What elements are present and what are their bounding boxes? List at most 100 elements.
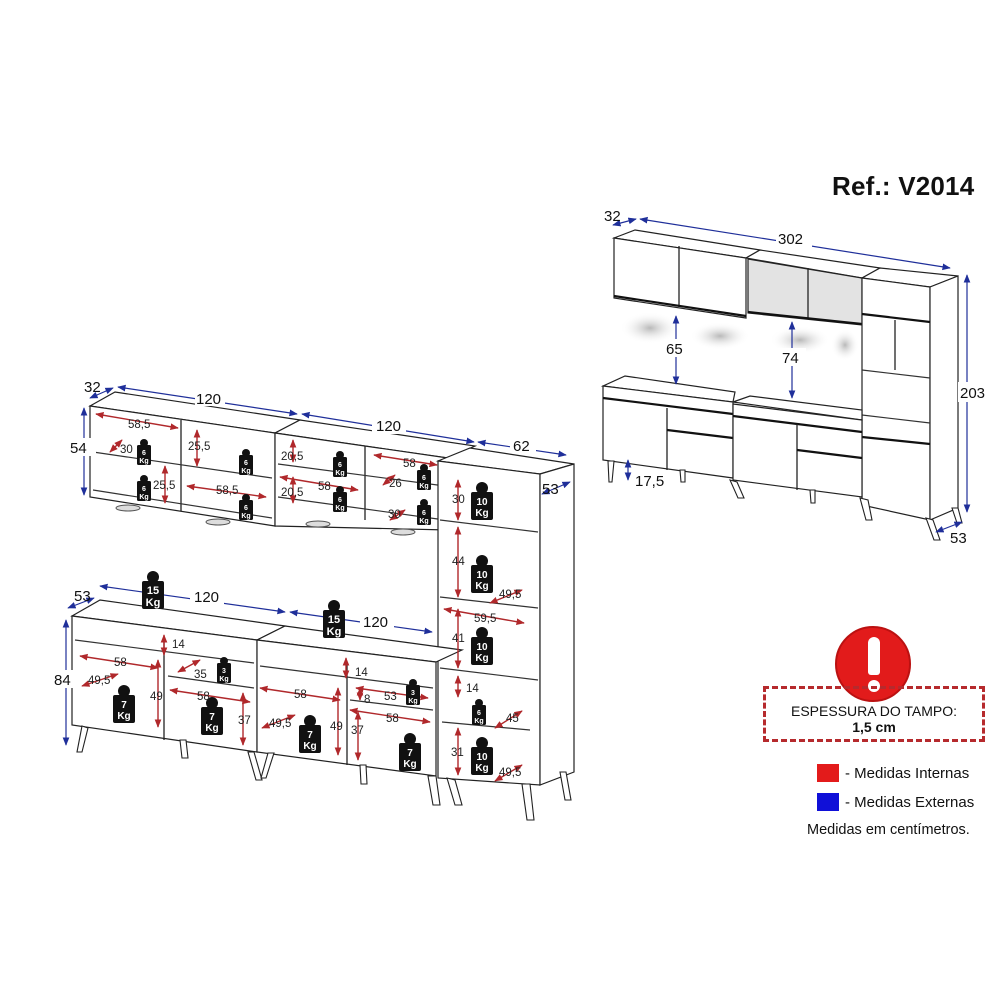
weight-6kg-icon: 6Kg: [333, 486, 347, 512]
svg-text:6: 6: [422, 510, 426, 517]
dim-internal: 25,5: [153, 480, 175, 492]
dim-internal: 49: [150, 691, 163, 703]
weight-7kg-icon: 7Kg: [113, 685, 135, 723]
dim-internal: 14: [466, 683, 479, 695]
dim-overview-width: 302: [778, 231, 803, 248]
dim-internal: 44: [452, 556, 465, 568]
svg-text:10: 10: [476, 497, 488, 508]
svg-text:6: 6: [477, 710, 481, 717]
svg-text:6: 6: [244, 505, 248, 512]
dim-upper-right-width: 120: [376, 418, 401, 435]
svg-text:7: 7: [121, 700, 127, 711]
svg-text:Kg: Kg: [475, 508, 488, 519]
dim-upper-height: 54: [70, 440, 87, 457]
dim-internal: 41: [452, 633, 465, 645]
legend-swatch-red: [817, 764, 839, 782]
weight-6kg-icon: 6Kg: [472, 699, 486, 725]
dim-tower-width: 62: [513, 438, 530, 455]
countertop-thickness-notice: ESPESSURA DO TAMPO: 1,5 cm: [763, 686, 985, 742]
overview-drawing: [600, 216, 994, 541]
weight-7kg-icon: 7Kg: [201, 697, 223, 735]
dim-internal: 53: [384, 691, 397, 703]
weight-6kg-icon: 6Kg: [417, 499, 431, 525]
svg-text:Kg: Kg: [139, 458, 148, 465]
svg-text:Kg: Kg: [335, 470, 344, 477]
svg-text:6: 6: [338, 497, 342, 504]
dim-base-left-width: 120: [194, 589, 219, 606]
dim-internal: 45: [506, 713, 519, 725]
svg-text:10: 10: [476, 642, 488, 653]
notice-value: 1,5 cm: [852, 719, 896, 735]
dim-internal: 26: [389, 478, 402, 490]
dim-internal: 58: [386, 713, 399, 725]
units-note: Medidas em centímetros.: [807, 822, 970, 838]
dim-internal: 14: [172, 639, 185, 651]
dim-internal: 20,5: [281, 487, 303, 499]
svg-text:6: 6: [422, 475, 426, 482]
dim-base-depth: 53: [74, 588, 91, 605]
svg-text:6: 6: [338, 462, 342, 469]
svg-text:Kg: Kg: [475, 581, 488, 592]
dim-internal: 20,5: [281, 451, 303, 463]
dim-overview-depth-top: 32: [604, 208, 621, 225]
dim-internal: 58: [294, 689, 307, 701]
dim-base-right-width: 120: [363, 614, 388, 631]
dim-internal: 49: [330, 721, 343, 733]
dim-upper-left-width: 120: [196, 391, 221, 408]
dim-tower-depth: 53: [542, 481, 559, 498]
svg-text:Kg: Kg: [117, 711, 130, 722]
weight-7kg-icon: 7Kg: [299, 715, 321, 753]
dim-internal: 49,5: [88, 675, 110, 687]
dim-internal: 8: [364, 694, 370, 706]
dim-internal: 31: [451, 747, 464, 759]
svg-text:10: 10: [476, 570, 488, 581]
weight-7kg-icon: 7Kg: [399, 733, 421, 771]
legend-label: - Medidas Externas: [845, 793, 975, 811]
dim-overview-leg: 17,5: [635, 473, 664, 490]
svg-text:6: 6: [142, 450, 146, 457]
weight-6kg-icon: 6Kg: [417, 464, 431, 490]
legend-item-external: - Medidas Externas: [817, 792, 974, 812]
svg-text:Kg: Kg: [303, 741, 316, 752]
dim-internal: 59,5: [474, 613, 496, 625]
notice-title: ESPESSURA DO TAMPO:: [791, 703, 957, 719]
svg-text:3: 3: [411, 690, 415, 697]
svg-text:Kg: Kg: [475, 763, 488, 774]
weight-6kg-icon: 6Kg: [333, 451, 347, 477]
dim-overview-height: 203: [960, 385, 985, 402]
svg-text:Kg: Kg: [219, 676, 228, 683]
dim-internal: 30: [452, 494, 465, 506]
svg-text:Kg: Kg: [474, 718, 483, 725]
dim-internal: 49,5: [269, 718, 291, 730]
svg-text:Kg: Kg: [408, 698, 417, 705]
svg-text:15: 15: [147, 585, 159, 597]
dim-internal: 25,5: [188, 441, 210, 453]
dim-internal: 37: [238, 715, 251, 727]
dim-overview-gap-left: 65: [666, 341, 683, 358]
svg-text:Kg: Kg: [327, 626, 342, 638]
dim-internal: 35: [194, 669, 207, 681]
weight-6kg-icon: 6Kg: [137, 439, 151, 465]
dim-base-height: 84: [54, 672, 71, 689]
svg-text:Kg: Kg: [335, 505, 344, 512]
svg-text:7: 7: [307, 730, 313, 741]
svg-text:Kg: Kg: [419, 483, 428, 490]
base-cabinet-left: [70, 599, 287, 781]
dim-internal: 30: [120, 444, 133, 456]
svg-text:10: 10: [476, 752, 488, 763]
dim-internal: 58: [197, 691, 210, 703]
dim-internal: 30: [388, 509, 401, 521]
svg-text:Kg: Kg: [241, 513, 250, 520]
external-dimensions: [52, 384, 571, 746]
dim-internal: 58,5: [128, 419, 150, 431]
weight-3kg-icon: 3Kg: [217, 657, 231, 683]
dim-internal: 37: [351, 725, 364, 737]
svg-text:Kg: Kg: [146, 597, 161, 609]
